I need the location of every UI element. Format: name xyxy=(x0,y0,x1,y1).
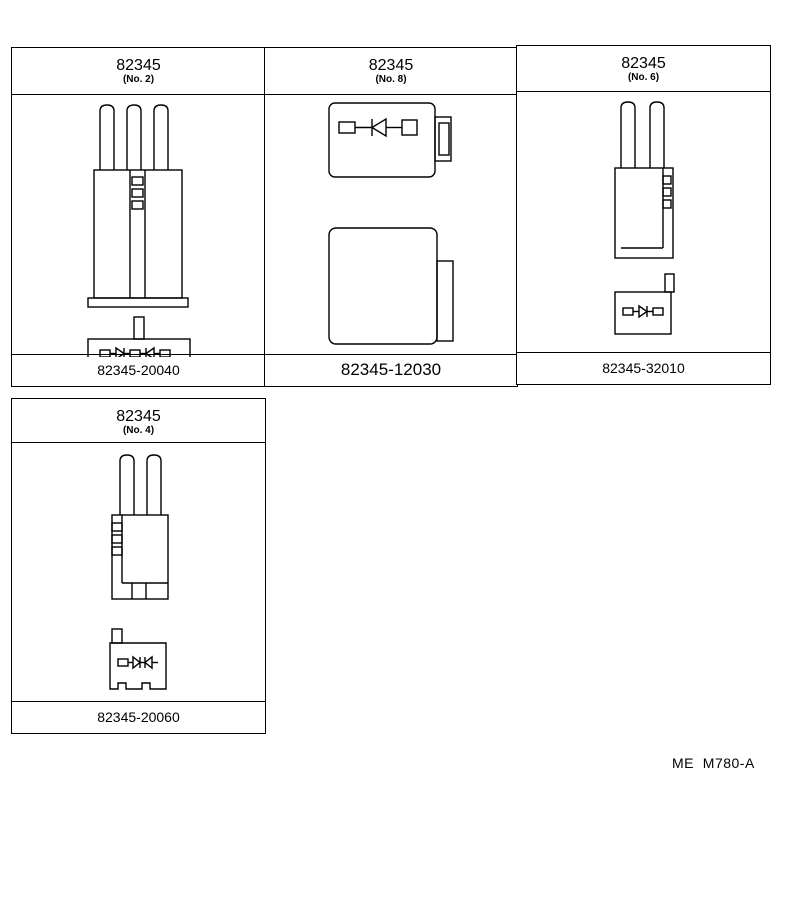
relay-illustration xyxy=(265,95,517,357)
part-cell-footer: 82345-20060 xyxy=(12,701,265,733)
part-cell-footer: 82345-12030 xyxy=(265,354,517,386)
part-cell-no8: 82345 (No. 8) 82345-12030 xyxy=(264,47,518,387)
part-cell-header: 82345 (No. 6) xyxy=(517,46,770,92)
relay-illustration xyxy=(12,443,264,703)
part-number: 82345-20060 xyxy=(97,709,180,725)
part-number: 82345-20040 xyxy=(97,362,180,378)
part-code: 82345 xyxy=(116,57,161,74)
part-cell-no2: 82345 (No. 2) xyxy=(11,47,266,387)
part-cell-header: 82345 (No. 4) xyxy=(12,399,265,443)
part-number: 82345-12030 xyxy=(340,360,442,379)
relay-illustration xyxy=(12,95,264,357)
part-sub-number: (No. 4) xyxy=(122,425,155,436)
relay-illustration xyxy=(517,92,769,354)
part-code: 82345 xyxy=(116,408,161,425)
part-sub-number: (No. 2) xyxy=(122,74,155,85)
part-number: 82345-32010 xyxy=(602,360,685,376)
part-code: 82345 xyxy=(368,57,414,74)
part-sub-number: (No. 6) xyxy=(627,72,660,83)
part-cell-footer: 82345-20040 xyxy=(12,354,265,386)
part-cell-header: 82345 (No. 2) xyxy=(12,48,265,95)
part-sub-number: (No. 8) xyxy=(375,74,407,85)
part-cell-header: 82345 (No. 8) xyxy=(265,48,517,95)
part-cell-no6: 82345 (No. 6) xyxy=(516,45,771,385)
part-cell-footer: 82345-32010 xyxy=(517,352,770,384)
part-cell-no4: 82345 (No. 4) xyxy=(11,398,266,734)
diagram-reference-code: ME M780-A xyxy=(672,755,755,771)
part-code: 82345 xyxy=(621,55,666,72)
